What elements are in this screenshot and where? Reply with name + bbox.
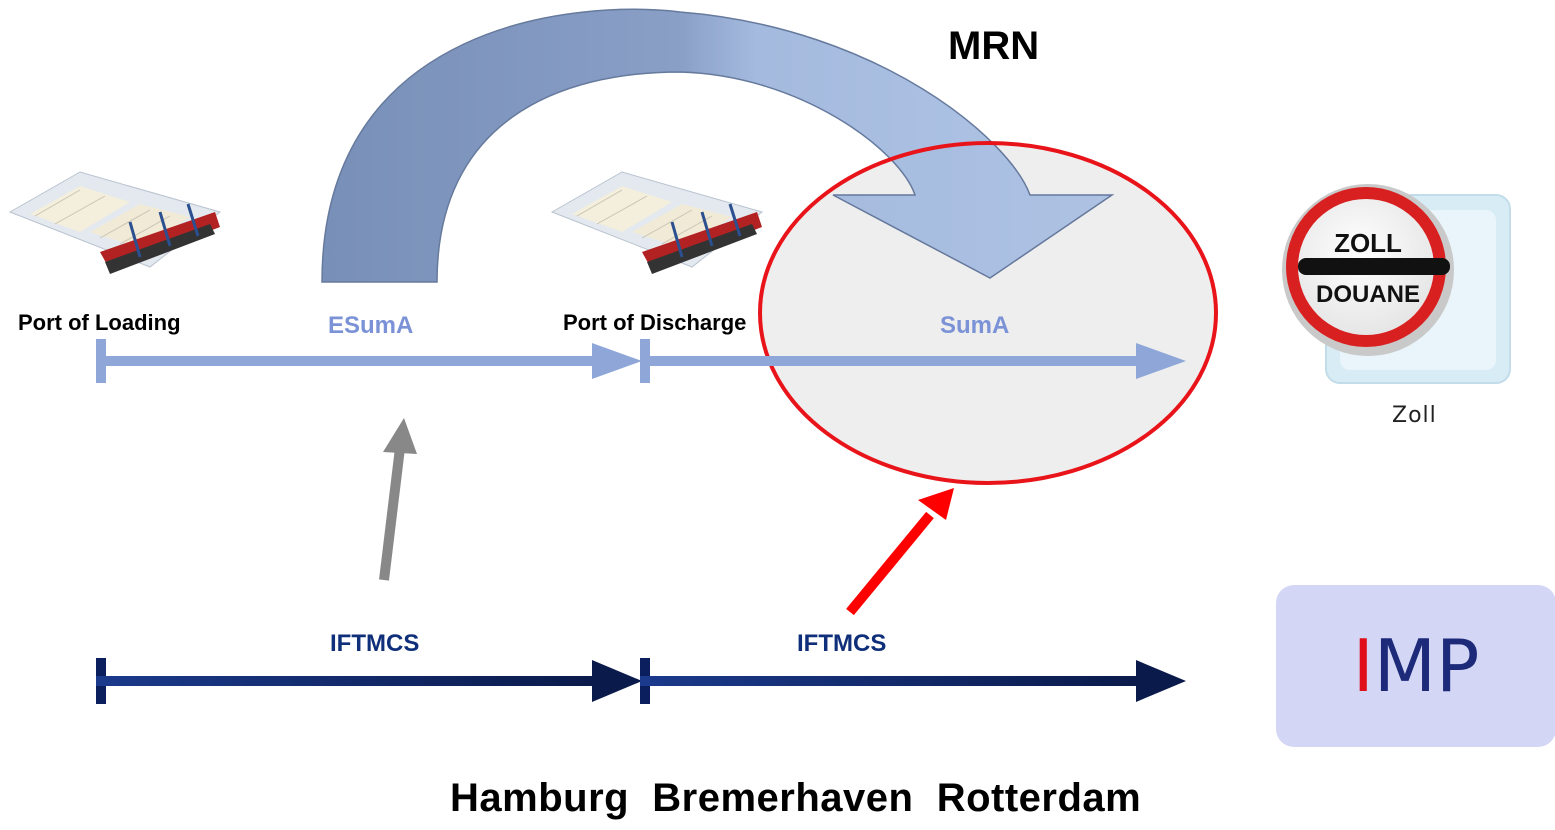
zoll-sign-top: ZOLL [1334,228,1402,258]
suma-highlight-ring [758,141,1218,485]
zoll-caption: Zoll [1392,403,1437,428]
gray-arrow [379,418,417,581]
zoll-sign-bottom: DOUANE [1316,281,1420,308]
suma-highlight-fill [760,143,1216,483]
lower-timeline [96,658,1186,704]
imp-logo-rest: MP [1373,624,1480,708]
iftmcs-right-label: IFTMCS [797,630,887,657]
red-arrow [846,488,954,616]
upper-timeline [96,339,1186,383]
container-ship-icon [8,171,222,274]
mrn-label: MRN [948,24,1040,68]
cities-label: Hamburg Bremerhaven Rotterdam [450,776,1142,820]
customs-sign-icon: ZOLL DOUANE [1282,184,1511,384]
imp-logo-first-letter: I [1352,624,1374,708]
container-ship-icon [550,171,764,274]
port-of-discharge-label: Port of Discharge [563,310,747,335]
suma-label: SumA [940,312,1010,339]
esuma-label: ESumA [328,312,414,339]
mrn-arc-arrow [321,8,1115,283]
iftmcs-left-label: IFTMCS [330,630,420,657]
port-of-loading-label: Port of Loading [18,310,181,335]
